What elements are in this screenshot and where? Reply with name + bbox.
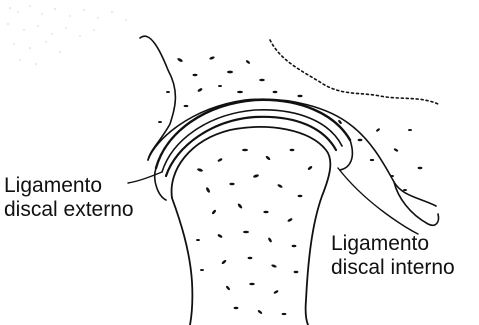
label-ligamento-discal-interno: Ligamento discal interno — [331, 232, 455, 280]
upper-bone-texture — [158, 56, 422, 191]
label-internal-line1: Ligamento — [331, 232, 455, 256]
leader-lines — [128, 168, 418, 234]
lower-bone-texture — [196, 149, 313, 315]
articular-disc — [155, 100, 353, 200]
label-ligamento-discal-externo: Ligamento discal externo — [4, 174, 134, 222]
label-external-line1: Ligamento — [4, 174, 134, 198]
label-internal-line2: discal interno — [331, 256, 455, 280]
label-external-line2: discal externo — [4, 198, 134, 222]
leader-line-internal — [338, 168, 418, 234]
lower-bone — [172, 127, 331, 325]
background-speckle — [7, 5, 127, 65]
